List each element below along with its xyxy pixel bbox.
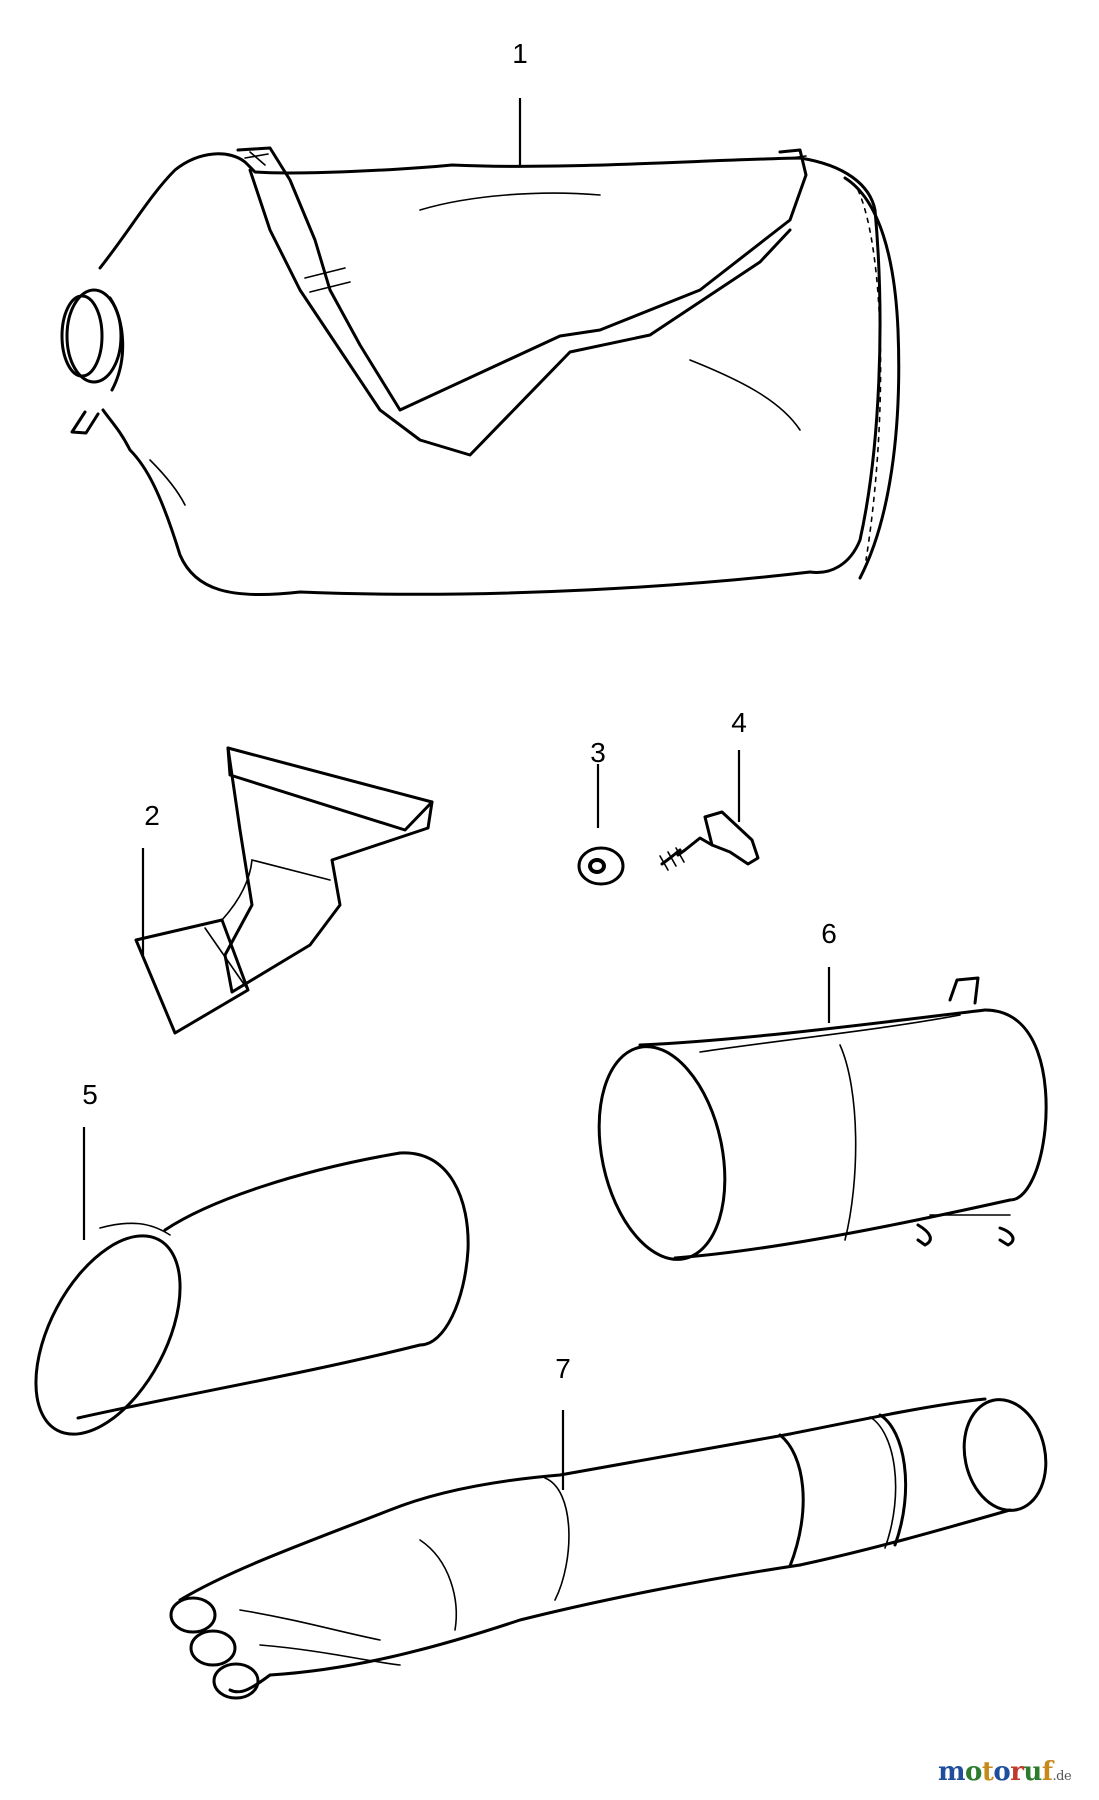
watermark-letter: t: [981, 1757, 994, 1787]
part-7-vacuum-tube: 7: [169, 1353, 1048, 1700]
watermark-letter: r: [1010, 1757, 1024, 1787]
watermark-letter: f: [1041, 1757, 1053, 1787]
part-5-tube: 5: [34, 1079, 470, 1436]
part-7-number: 7: [555, 1353, 571, 1384]
part-4-number: 4: [731, 707, 747, 738]
watermark-letter: u: [1023, 1757, 1042, 1787]
part-2-number: 2: [144, 800, 160, 831]
watermark-suffix: .de: [1052, 1769, 1072, 1784]
part-1-number: 1: [512, 38, 528, 69]
watermark-letter: o: [993, 1757, 1011, 1787]
part-1-collection-bag: 1: [60, 38, 901, 597]
part-6-number: 6: [821, 918, 837, 949]
watermark-letter: m: [938, 1757, 966, 1787]
motoruf-watermark-logo: motoruf.de: [938, 1757, 1072, 1787]
watermark-letter: o: [965, 1757, 982, 1787]
part-3-number: 3: [590, 737, 606, 768]
part-5-number: 5: [82, 1079, 98, 1110]
part-6-cylinder: 6: [597, 918, 1048, 1261]
part-3-washer: 3: [577, 737, 625, 886]
part-4-wing-screw: 4: [659, 707, 760, 871]
part-2-deflector: 2: [134, 746, 434, 1035]
